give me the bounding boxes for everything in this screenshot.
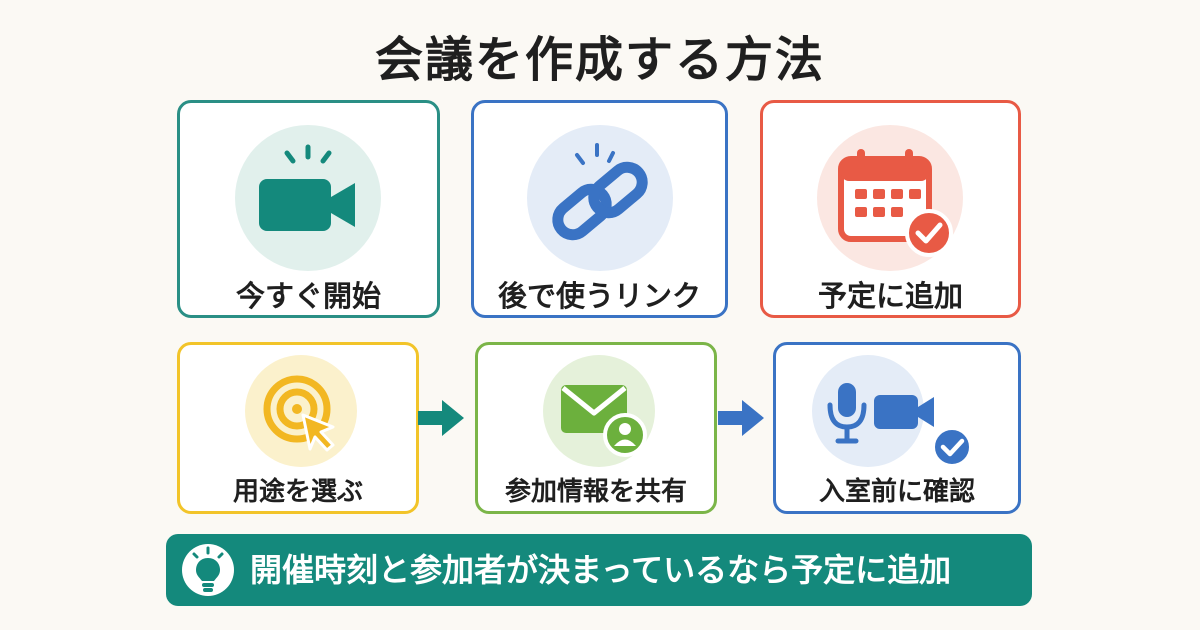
card-link-for-later[interactable]: 後で使うリンク: [471, 100, 728, 318]
icon-circle: [812, 355, 973, 468]
step-choose-purpose[interactable]: 用途を選ぶ: [177, 342, 419, 514]
step-label: 入室前に確認: [818, 477, 975, 507]
card-label: 予定に追加: [817, 279, 963, 313]
link-icon: [552, 143, 648, 241]
card-start-now[interactable]: 今すぐ開始: [177, 100, 440, 318]
step-label: 参加情報を共有: [504, 477, 687, 507]
icon-circle: [245, 355, 357, 467]
tip-text: 開催時刻と参加者が決まっているなら予定に追加: [250, 551, 952, 589]
icon-circle: [543, 355, 655, 467]
tip-banner: 開催時刻と参加者が決まっているなら予定に追加: [166, 534, 1032, 606]
lightbulb-icon: [192, 546, 224, 592]
card-label: 今すぐ開始: [235, 279, 381, 313]
step-share-info[interactable]: 参加情報を共有: [475, 342, 717, 514]
icon-circle: [235, 125, 381, 271]
video-camera-icon: [259, 144, 355, 231]
page-title: 会議を作成する方法: [374, 32, 825, 88]
target-cursor-icon: [263, 375, 335, 452]
mic-camera-check-icon: [827, 383, 973, 468]
icon-circle: [527, 125, 673, 271]
calendar-check-icon: [838, 149, 953, 257]
step-label: 用途を選ぶ: [232, 477, 363, 507]
card-label: 後で使うリンク: [497, 279, 701, 313]
arrow-right-icon: [418, 400, 464, 436]
step-check-before-join[interactable]: 入室前に確認: [773, 342, 1021, 514]
arrow-right-icon: [718, 400, 764, 436]
icon-circle: [817, 125, 963, 271]
mail-user-icon: [561, 385, 647, 457]
card-add-to-schedule[interactable]: 予定に追加: [760, 100, 1021, 318]
icon-circle: [182, 544, 234, 596]
